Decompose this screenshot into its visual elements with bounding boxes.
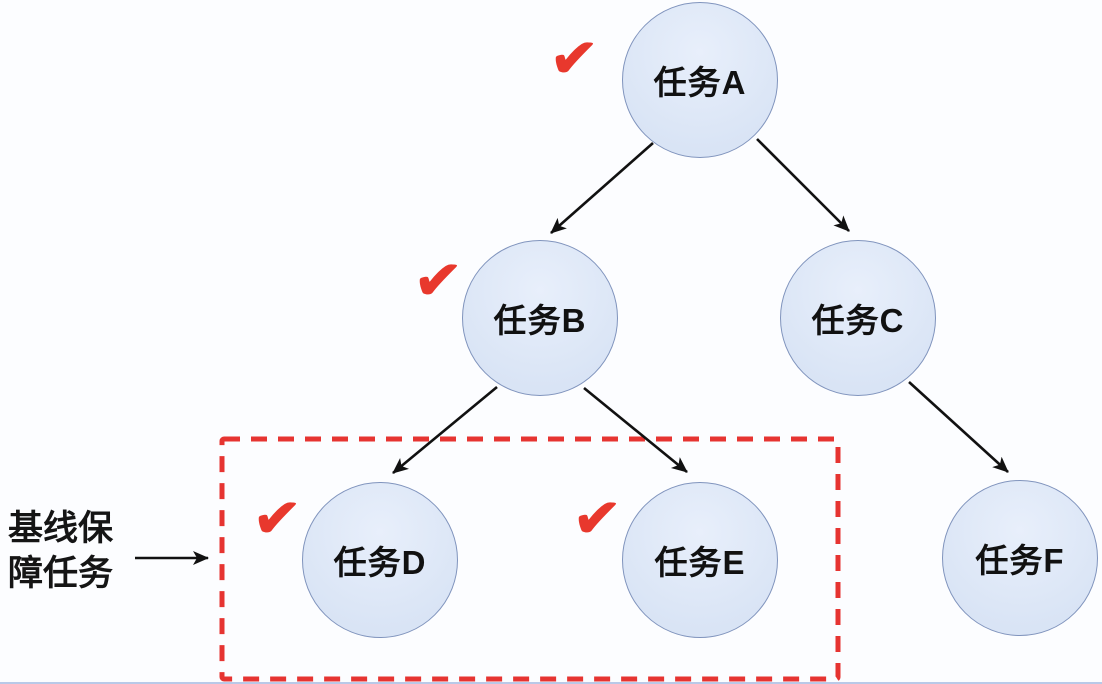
check-icon: ✔	[410, 246, 464, 315]
annotation-line-2: 障任务	[8, 554, 114, 594]
edge-c-f	[908, 381, 1009, 473]
annotation-line-1: 基线保	[8, 509, 114, 548]
node-label: 任务E	[654, 544, 746, 581]
bottom-edge-line	[0, 682, 1102, 684]
check-icon: ✔	[249, 484, 303, 553]
node-task-c: 任务C	[780, 240, 936, 396]
node-label: 任务F	[975, 542, 1065, 579]
edge-b-e	[583, 386, 688, 474]
node-task-a: 任务A	[622, 2, 778, 158]
node-task-d: 任务D	[302, 482, 458, 638]
node-task-f: 任务F	[942, 480, 1098, 636]
node-task-b: 任务B	[462, 240, 618, 396]
node-task-e: 任务E	[622, 482, 778, 638]
edge-b-d	[392, 385, 498, 475]
node-label: 任务C	[811, 302, 905, 339]
edge-a-b	[550, 142, 654, 234]
node-label: 任务D	[333, 544, 427, 581]
edge-a-c	[756, 138, 850, 232]
node-label: 任务B	[493, 302, 587, 339]
check-icon: ✔	[546, 24, 600, 93]
node-label: 任务A	[653, 64, 747, 101]
annotation-label: 基线保 障任务	[8, 506, 113, 596]
check-icon: ✔	[569, 484, 623, 553]
